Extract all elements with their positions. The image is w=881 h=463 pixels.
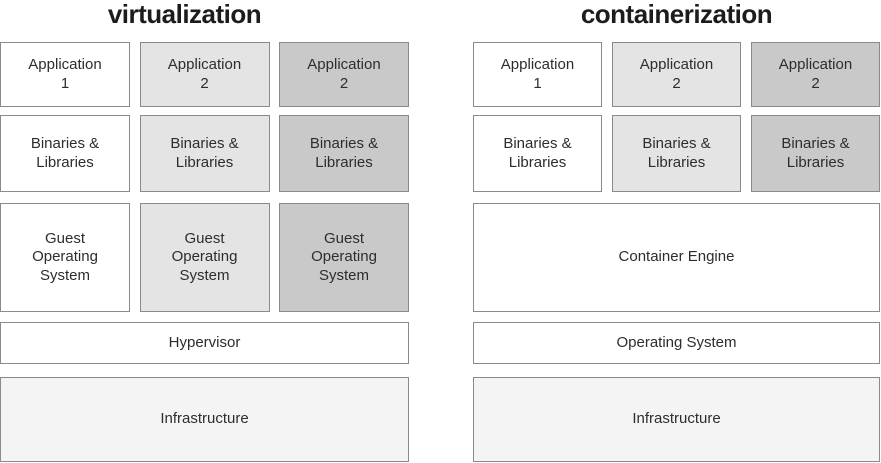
virt-application-1-box: Application 1 <box>0 42 130 107</box>
cont-binaries-1-box: Binaries & Libraries <box>473 115 602 192</box>
virt-application-row: Application 1 Application 2 Application … <box>0 42 409 107</box>
cont-application-1-box: Application 1 <box>473 42 602 107</box>
cont-binaries-row: Binaries & Libraries Binaries & Librarie… <box>473 115 880 192</box>
hypervisor-box: Hypervisor <box>0 322 409 364</box>
virtualization-title: virtualization <box>107 0 262 29</box>
cont-binaries-2-box: Binaries & Libraries <box>612 115 741 192</box>
cont-infrastructure-row: Infrastructure <box>473 377 880 462</box>
virt-application-3-box: Application 2 <box>279 42 409 107</box>
cont-application-2-box: Application 2 <box>612 42 741 107</box>
virt-guest-os-1-box: Guest Operating System <box>0 203 130 312</box>
virt-binaries-3-box: Binaries & Libraries <box>279 115 409 192</box>
virt-hypervisor-row: Hypervisor <box>0 322 409 364</box>
operating-system-box: Operating System <box>473 322 880 364</box>
cont-application-row: Application 1 Application 2 Application … <box>473 42 880 107</box>
cont-operating-system-row: Operating System <box>473 322 880 364</box>
virt-infrastructure-row: Infrastructure <box>0 377 409 462</box>
virt-binaries-2-box: Binaries & Libraries <box>139 115 270 192</box>
cont-application-3-box: Application 2 <box>751 42 880 107</box>
cont-infrastructure-box: Infrastructure <box>473 377 880 462</box>
container-engine-box: Container Engine <box>473 203 880 312</box>
virt-binaries-row: Binaries & Libraries Binaries & Librarie… <box>0 115 409 192</box>
cont-container-engine-row: Container Engine <box>473 203 880 312</box>
cont-binaries-3-box: Binaries & Libraries <box>751 115 880 192</box>
virtualization-panel: virtualization Application 1 Application… <box>0 0 409 463</box>
virt-guest-os-3-box: Guest Operating System <box>279 203 409 312</box>
virt-guest-os-row: Guest Operating System Guest Operating S… <box>0 203 409 312</box>
virt-guest-os-2-box: Guest Operating System <box>139 203 270 312</box>
containerization-title: containerization <box>580 0 773 29</box>
virt-infrastructure-box: Infrastructure <box>0 377 409 462</box>
virt-application-2-box: Application 2 <box>139 42 270 107</box>
containerization-panel: containerization Application 1 Applicati… <box>473 0 880 463</box>
virt-binaries-1-box: Binaries & Libraries <box>0 115 130 192</box>
